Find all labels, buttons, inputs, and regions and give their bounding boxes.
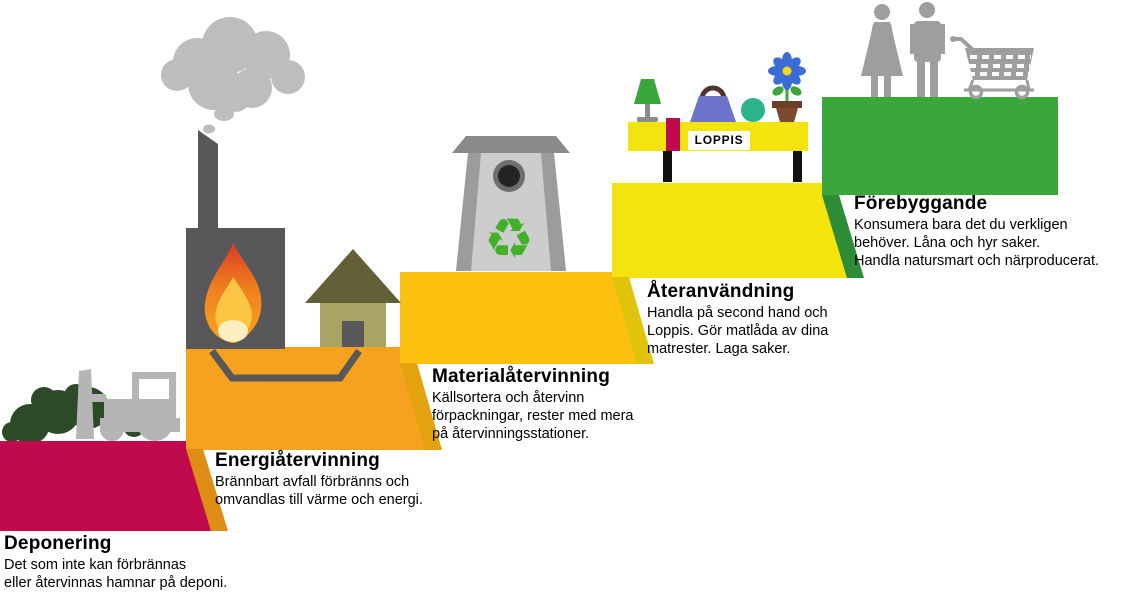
lamp-icon	[634, 79, 661, 122]
step-title-energiatervinning: Energiåtervinning	[215, 450, 380, 471]
step-fold-forebyggande	[822, 195, 864, 278]
flower-pot-icon	[768, 52, 806, 122]
step-text-deponering: Deponering Det som inte kan förbrännas e…	[4, 534, 227, 593]
loppis-sign: LOPPIS	[688, 131, 750, 150]
step-text-forebyggande: Förebyggande Konsumera bara det du verkl…	[854, 194, 1099, 271]
step-title-forebyggande: Förebyggande	[854, 193, 988, 214]
shopping-cart-icon	[950, 36, 1034, 100]
step-text-ateranvandning: Återanvändning Handla på second hand och…	[647, 282, 828, 359]
house-icon	[305, 249, 401, 347]
handbag-icon	[690, 85, 736, 122]
flea-market-table-illustration	[628, 52, 808, 182]
step-description-deponering: Det som inte kan förbrännas eller återvi…	[4, 556, 228, 591]
step-title-materialatervinning: Materialåtervinning	[432, 366, 611, 387]
step-title-ateranvandning: Återanvändning	[647, 281, 795, 302]
incineration-basin	[209, 348, 362, 382]
man-icon	[910, 2, 945, 97]
step-surface-energiatervinning	[186, 347, 427, 450]
step-description-energiatervinning: Brännbart avfall förbränns och omvandlas…	[215, 473, 423, 508]
step-fold-ateranvandning	[612, 277, 654, 364]
woman-icon	[861, 4, 903, 97]
step-surface-deponering	[0, 441, 211, 531]
step-description-forebyggande: Konsumera bara det du verkligen behöver.…	[854, 216, 1100, 269]
step-fold-materialatervinning	[400, 363, 442, 450]
smoke-icon	[161, 17, 305, 134]
ball-icon	[741, 98, 765, 122]
step-surface-materialatervinning	[400, 272, 638, 364]
recycle-icon: ♻	[484, 207, 534, 272]
step-text-energiatervinning: Energiåtervinning Brännbart avfall förbr…	[215, 451, 423, 510]
step-surface-ateranvandning	[612, 183, 848, 278]
step-description-materialatervinning: Källsortera och återvinn förpackningar, …	[432, 389, 634, 442]
tractor-icon	[76, 369, 180, 441]
step-text-materialatervinning: Materialåtervinning Källsortera och åter…	[432, 367, 633, 444]
step-fold-energiatervinning	[186, 449, 228, 531]
book-icon	[666, 118, 680, 151]
step-title-deponering: Deponering	[4, 533, 112, 554]
step-surface-forebyggande	[822, 97, 1058, 195]
step-description-ateranvandning: Handla på second hand och Loppis. Gör ma…	[647, 304, 829, 357]
recycling-container-icon: ♻	[452, 136, 570, 272]
flame-icon	[204, 243, 262, 343]
